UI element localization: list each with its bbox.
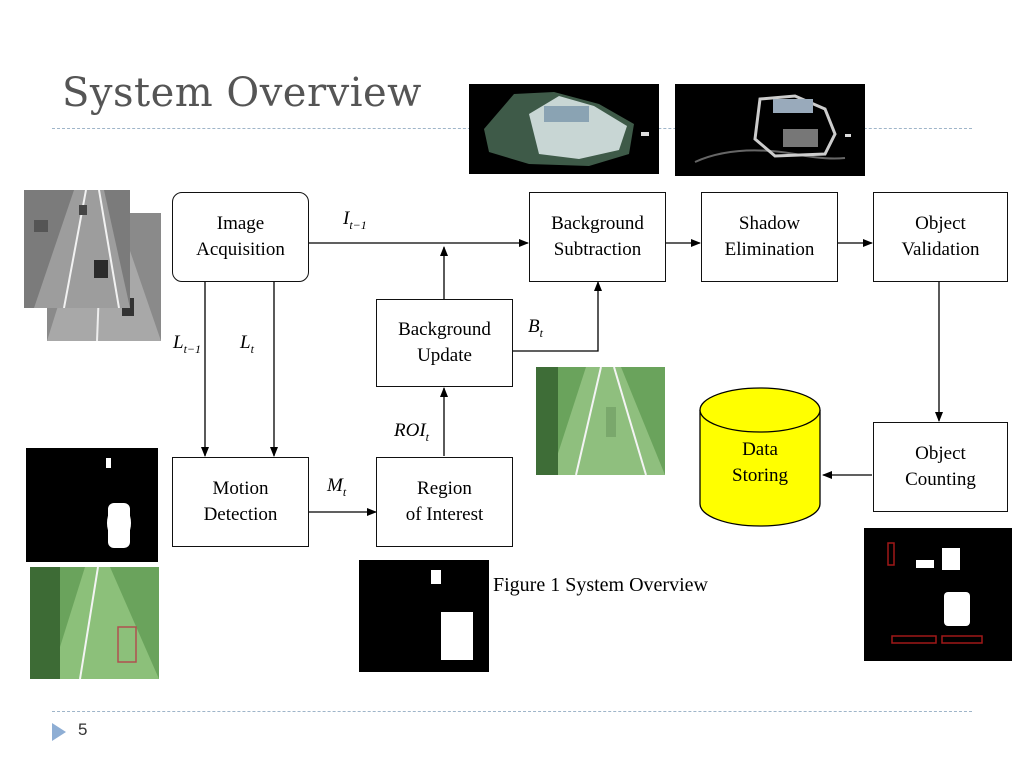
slide-title: System Overview (62, 70, 422, 116)
background-subtraction-box: Background Subtraction (529, 192, 666, 282)
label-b-t: Bt (528, 316, 543, 340)
page-number: 5 (78, 720, 88, 739)
shadow-elimination-box: Shadow Elimination (701, 192, 838, 282)
label-l-prev: Lt−1 (173, 332, 202, 356)
object-validation-box: Object Validation (873, 192, 1008, 282)
label-roi-t: ROIt (394, 420, 429, 444)
green-road-frame-center-thumbnail (536, 367, 665, 475)
shadow-removed-thumbnail (675, 84, 865, 176)
car-foreground-thumbnail (469, 84, 659, 174)
roi-mask-thumbnail (359, 560, 489, 672)
background-update-box: Background Update (376, 299, 513, 387)
object-counting-box: Object Counting (873, 422, 1008, 512)
green-road-frame-left-thumbnail (30, 567, 159, 679)
label-l-t: Lt (240, 332, 254, 356)
data-storing-label: Data Storing (732, 439, 788, 486)
road-frame-front-thumbnail (24, 190, 130, 308)
motion-mask-thumbnail (26, 448, 158, 562)
bullet-triangle-icon (52, 723, 66, 741)
motion-detection-box: Motion Detection (172, 457, 309, 547)
data-storing-cylinder (699, 387, 821, 527)
object-count-mask-thumbnail (864, 528, 1012, 661)
figure-caption: Figure 1 System Overview (493, 574, 708, 596)
label-i-prev: It−1 (343, 208, 367, 232)
region-of-interest-box: Region of Interest (376, 457, 513, 547)
image-acquisition-box: Image Acquisition (172, 192, 309, 282)
footer-divider (52, 711, 972, 712)
label-m-t: Mt (327, 475, 347, 499)
